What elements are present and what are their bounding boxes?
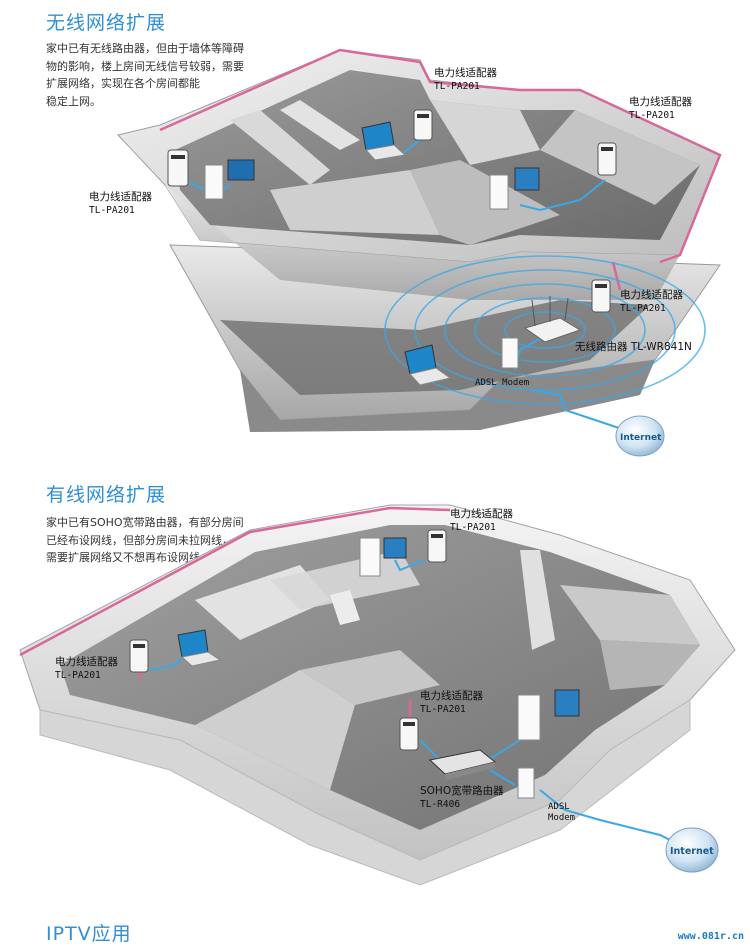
internet-label: Internet xyxy=(620,433,662,443)
power-line-upper xyxy=(159,48,722,264)
adapter-model: TL-PA201 xyxy=(629,110,675,121)
soho-router-icon xyxy=(428,749,497,780)
adsl-text: ADSL xyxy=(548,802,570,812)
power-line-drop xyxy=(611,261,622,291)
desc-line: 物的影响，楼上房间无线信号较弱，需要 xyxy=(46,59,244,73)
soho-router-name: SOHO宽带路由器 xyxy=(420,785,504,797)
adapter-name: 电力线适配器 xyxy=(434,67,497,79)
section1-title: 无线网络扩展 xyxy=(46,12,167,34)
adapter-label: 电力线适配器 TL-PA201 xyxy=(629,95,692,123)
adapter-name: 电力线适配器 xyxy=(629,96,692,108)
adapter-model: TL-PA201 xyxy=(620,303,666,314)
internet-label: Internet xyxy=(670,846,714,857)
wireless-house-illustration: Internet xyxy=(117,48,722,457)
adapter-icon xyxy=(413,109,433,141)
upper-floor xyxy=(117,49,721,300)
soho-router-label: SOHO宽带路由器 TL-R406 xyxy=(420,784,504,812)
modem-icon xyxy=(501,337,519,369)
wireless-router-icon xyxy=(523,296,582,343)
section1-description: 家中已有无线路由器，但由于墙体等障碍 物的影响，楼上房间无线信号较弱，需要 扩展… xyxy=(46,40,271,110)
adapter-icon xyxy=(129,639,149,673)
desc-line: 稳定上网。 xyxy=(46,94,101,108)
modem-icon xyxy=(517,767,535,799)
adapter-label: 电力线适配器 TL-PA201 xyxy=(620,288,683,316)
adapter-icon xyxy=(427,529,447,563)
adapter-icon xyxy=(399,717,419,751)
adsl-modem-label: ADSL Modem xyxy=(475,378,530,388)
pc-tower-icon xyxy=(489,167,540,210)
watermark: www.081r.cn xyxy=(677,931,744,942)
power-line xyxy=(19,506,451,657)
wired-house-illustration: Internet xyxy=(19,504,736,886)
adapter-model: TL-PA201 xyxy=(55,670,101,681)
adapter-model: TL-PA201 xyxy=(434,81,480,92)
internet-globe-icon: Internet xyxy=(665,827,719,873)
adapter-name: 电力线适配器 xyxy=(55,656,118,668)
adapter-icon xyxy=(167,149,189,187)
desc-line: 已经布设网线，但部分房间未拉网线， xyxy=(46,533,233,547)
desc-line: 家中已有SOHO宽带路由器，有部分房间 xyxy=(46,516,244,529)
adapter-name: 电力线适配器 xyxy=(89,191,152,203)
adapter-model: TL-PA201 xyxy=(420,704,466,715)
wireless-router-label: 无线路由器 TL-WR841N xyxy=(575,340,692,354)
adapter-label: 电力线适配器 TL-PA201 xyxy=(89,190,152,218)
laptop-icon xyxy=(361,121,407,161)
section3-title: IPTV应用 xyxy=(46,923,132,945)
adapter-model: TL-PA201 xyxy=(450,522,496,533)
adapter-label: 电力线适配器 TL-PA201 xyxy=(434,66,497,94)
section2-description: 家中已有SOHO宽带路由器，有部分房间 已经布设网线，但部分房间未拉网线， 需要… xyxy=(46,514,271,567)
desc-line: 扩展网络，实现在各个房间都能 xyxy=(46,77,200,90)
adsl-modem-label: ADSL Modem xyxy=(548,802,575,824)
adapter-name: 电力线适配器 xyxy=(620,289,683,301)
pc-tower-icon xyxy=(359,537,407,577)
soho-router-model: TL-R406 xyxy=(420,799,461,810)
adapter-icon xyxy=(597,142,617,176)
pc-tower-icon xyxy=(204,159,255,200)
modem-text: Modem xyxy=(548,813,576,823)
laptop-icon xyxy=(404,344,452,386)
adapter-model: TL-PA201 xyxy=(89,205,135,216)
adapter-label: 电力线适配器 TL-PA201 xyxy=(450,507,513,535)
adapter-label: 电力线适配器 TL-PA201 xyxy=(55,655,118,683)
adapter-icon xyxy=(591,279,611,313)
laptop-icon xyxy=(177,629,222,667)
section2-title: 有线网络扩展 xyxy=(46,484,167,506)
desc-line: 需要扩展网络又不想再布设网线。 xyxy=(46,551,211,564)
wireless-router-name: 无线路由器 TL-WR841N xyxy=(575,341,692,353)
adapter-name: 电力线适配器 xyxy=(420,690,483,702)
adapter-name: 电力线适配器 xyxy=(450,508,513,520)
internet-globe-icon: Internet xyxy=(615,415,665,457)
pc-tower-icon xyxy=(517,689,580,741)
adapter-label: 电力线适配器 TL-PA201 xyxy=(420,689,483,717)
wireless-signal-rings xyxy=(384,255,706,405)
desc-line: 家中已有无线路由器，但由于墙体等障碍 xyxy=(46,42,244,55)
